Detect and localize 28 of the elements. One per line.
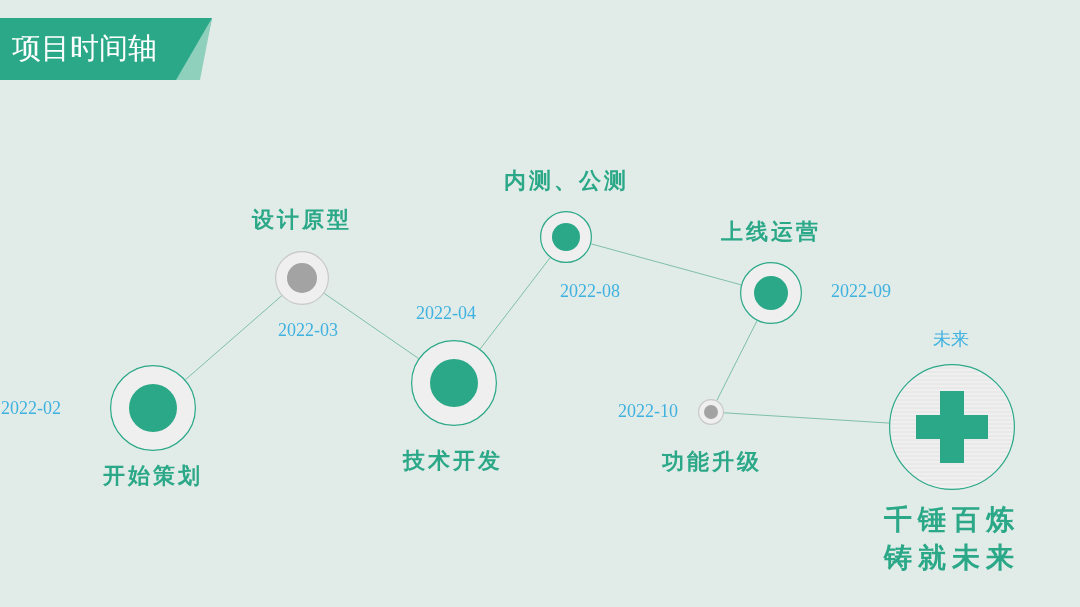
connector-line (479, 257, 551, 350)
milestone-label: 未来 (933, 328, 969, 351)
milestone-title: 开始策划 (103, 462, 203, 490)
milestone-date: 2022-04 (416, 302, 476, 324)
milestone-date: 2022-09 (831, 280, 891, 302)
milestone-title: 技术开发 (403, 447, 503, 475)
milestone-title: 内测、公测 (503, 167, 629, 195)
milestone-date: 2022-08 (560, 280, 620, 302)
connector-line (723, 412, 890, 424)
milestone-title: 功能升级 (662, 448, 762, 476)
milestone-date: 2022-02 (1, 397, 61, 419)
slogan: 千锤百炼铸就未来 (884, 502, 1020, 576)
connector-line (716, 320, 758, 401)
title: 项目时间轴 (12, 30, 157, 67)
milestone-date: 2022-03 (278, 319, 338, 341)
milestone-circle (540, 211, 592, 263)
plus-circle (889, 364, 1015, 490)
milestone-circle (740, 262, 802, 324)
connector-line (184, 295, 283, 381)
milestone-date: 2022-10 (618, 400, 678, 422)
milestone-circle (411, 340, 497, 426)
connector-line (323, 292, 420, 360)
milestone-title: 设计原型 (252, 206, 352, 234)
milestone-circle (698, 399, 724, 425)
milestone-circle (275, 251, 329, 305)
milestone-title: 上线运营 (721, 218, 821, 246)
milestone-circle (110, 365, 196, 451)
connector-line (590, 243, 742, 286)
